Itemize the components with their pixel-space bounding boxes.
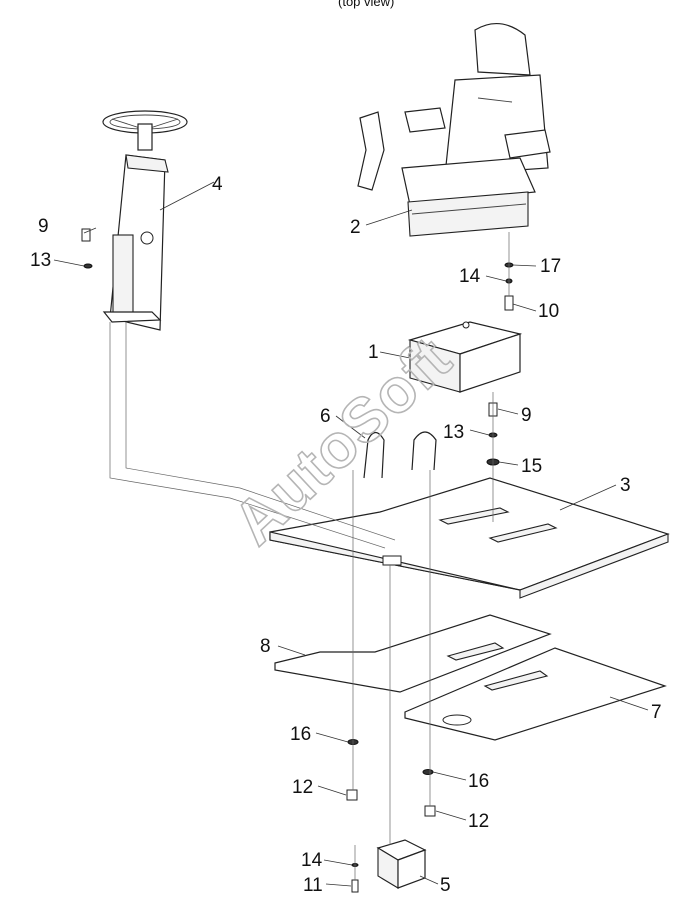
callout-14-seat: 14 bbox=[459, 266, 481, 287]
floor-mat-right bbox=[404, 647, 667, 741]
callout-15: 15 bbox=[521, 456, 542, 477]
callout-14-valve: 14 bbox=[301, 850, 323, 871]
bolt-10 bbox=[504, 295, 514, 311]
nut-12-left bbox=[346, 789, 358, 801]
callout-3: 3 bbox=[620, 475, 631, 496]
steering-shaft bbox=[137, 123, 153, 151]
nut-12-right bbox=[424, 805, 436, 817]
floor-slot-2 bbox=[488, 523, 558, 543]
washer-16-right bbox=[422, 769, 434, 775]
column-pivot bbox=[140, 231, 154, 245]
callout-16-left: 16 bbox=[290, 724, 311, 745]
callout-11: 11 bbox=[303, 875, 323, 896]
steering-column-assembly bbox=[102, 110, 188, 331]
callout-13-box: 13 bbox=[443, 422, 464, 443]
floor-mat-8 bbox=[274, 614, 552, 693]
floor-mat-7 bbox=[404, 647, 667, 741]
callout-2: 2 bbox=[350, 217, 361, 238]
joystick-console bbox=[357, 111, 385, 191]
seat-armrest-right bbox=[504, 129, 551, 159]
callout-9-box: 9 bbox=[521, 405, 532, 426]
callout-16-right: 16 bbox=[468, 771, 489, 792]
callout-4: 4 bbox=[212, 174, 223, 195]
callout-5: 5 bbox=[440, 875, 451, 896]
bolt-11 bbox=[351, 879, 359, 893]
assembly-lines bbox=[109, 232, 510, 880]
floor-mat-left bbox=[274, 614, 552, 693]
callout-1: 1 bbox=[368, 342, 379, 363]
header-fragment: (top view) bbox=[338, 0, 394, 9]
operator-seat-assembly bbox=[357, 23, 551, 237]
callout-10: 10 bbox=[538, 301, 559, 322]
callout-8: 8 bbox=[260, 636, 271, 657]
seat-suspension-base bbox=[407, 191, 529, 237]
floor-cutout bbox=[382, 555, 402, 566]
column-base-plate bbox=[102, 311, 162, 323]
callout-6: 6 bbox=[320, 406, 331, 427]
callout-12-left: 12 bbox=[292, 777, 313, 798]
callout-9-column: 9 bbox=[38, 216, 49, 237]
floor-slot-1 bbox=[438, 507, 510, 525]
u-bolts bbox=[363, 431, 437, 479]
column-bracket bbox=[112, 234, 134, 314]
callout-17: 17 bbox=[540, 256, 561, 277]
seat-mounting-box bbox=[407, 321, 523, 393]
valve-block bbox=[376, 839, 427, 889]
bolt-9-column bbox=[81, 228, 91, 242]
callout-12-right: 12 bbox=[468, 811, 489, 832]
floor-plate-edge bbox=[269, 531, 669, 599]
seat-armrest-left bbox=[404, 107, 446, 133]
seat-cushion bbox=[401, 157, 536, 206]
leader-lines bbox=[53, 181, 649, 887]
callout-13-column: 13 bbox=[30, 250, 51, 271]
mounting-box-side bbox=[459, 333, 521, 393]
mat-hole bbox=[442, 714, 472, 726]
seat-headrest bbox=[474, 23, 531, 76]
callouts: 4 9 13 2 17 14 10 1 6 9 13 15 3 8 7 16 1… bbox=[30, 174, 662, 896]
callout-7: 7 bbox=[651, 702, 662, 723]
washer-13-column bbox=[83, 263, 93, 269]
